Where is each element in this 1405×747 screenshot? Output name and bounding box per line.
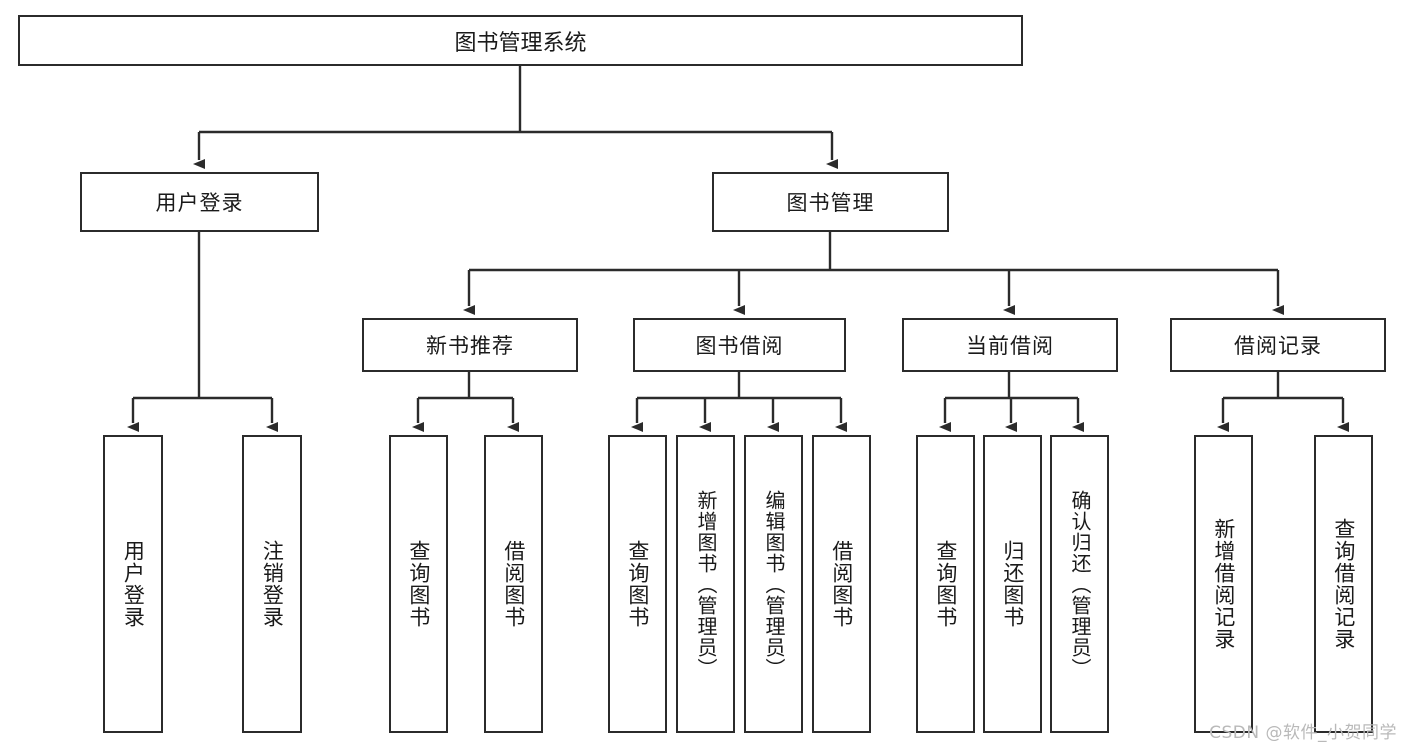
node-label: 确认归还（管理员） [1068,489,1092,679]
node-label: 新增图书（管理员） [694,489,718,679]
node-label: 借阅图书 [501,540,526,628]
node-label: 借阅图书 [829,540,854,628]
node-leaf-borrow-book-1[interactable]: 借阅图书 [484,435,543,733]
node-book-management[interactable]: 图书管理 [712,172,949,232]
node-leaf-query-record[interactable]: 查询借阅记录 [1314,435,1373,733]
node-label: 当前借阅 [966,334,1054,358]
node-book-borrow[interactable]: 图书借阅 [633,318,846,372]
node-new-book-recommend[interactable]: 新书推荐 [362,318,578,372]
node-leaf-query-book-1[interactable]: 查询图书 [389,435,448,733]
node-label: 查询图书 [625,540,650,628]
node-leaf-logout-login[interactable]: 注销登录 [242,435,302,733]
node-root-system[interactable]: 图书管理系统 [18,15,1023,66]
node-label: 编辑图书（管理员） [762,489,786,679]
node-label: 图书管理系统 [454,30,587,56]
node-label: 用户登录 [155,191,244,215]
node-label: 借阅记录 [1234,334,1322,358]
node-user-login[interactable]: 用户登录 [80,172,319,232]
node-leaf-borrow-book-2[interactable]: 借阅图书 [812,435,871,733]
node-label: 查询图书 [406,540,431,628]
node-label: 新书推荐 [426,334,514,358]
node-leaf-user-login[interactable]: 用户登录 [103,435,163,733]
node-label: 归还图书 [1000,540,1025,628]
node-leaf-query-book-2[interactable]: 查询图书 [608,435,667,733]
node-label: 新增借阅记录 [1211,518,1236,650]
node-borrow-record[interactable]: 借阅记录 [1170,318,1386,372]
node-leaf-confirm-return[interactable]: 确认归还（管理员） [1050,435,1109,733]
node-label: 查询借阅记录 [1331,518,1356,650]
node-leaf-add-record[interactable]: 新增借阅记录 [1194,435,1253,733]
node-label: 图书管理 [786,191,875,215]
node-label: 查询图书 [933,540,958,628]
node-leaf-add-book[interactable]: 新增图书（管理员） [676,435,735,733]
csdn-watermark: CSDN @软件_小贺同学 [1209,723,1397,743]
node-leaf-return-book[interactable]: 归还图书 [983,435,1042,733]
node-current-borrow[interactable]: 当前借阅 [902,318,1118,372]
node-leaf-query-book-3[interactable]: 查询图书 [916,435,975,733]
node-label: 用户登录 [121,540,146,628]
node-leaf-edit-book[interactable]: 编辑图书（管理员） [744,435,803,733]
node-label: 注销登录 [260,540,285,628]
node-label: 图书借阅 [695,334,784,358]
